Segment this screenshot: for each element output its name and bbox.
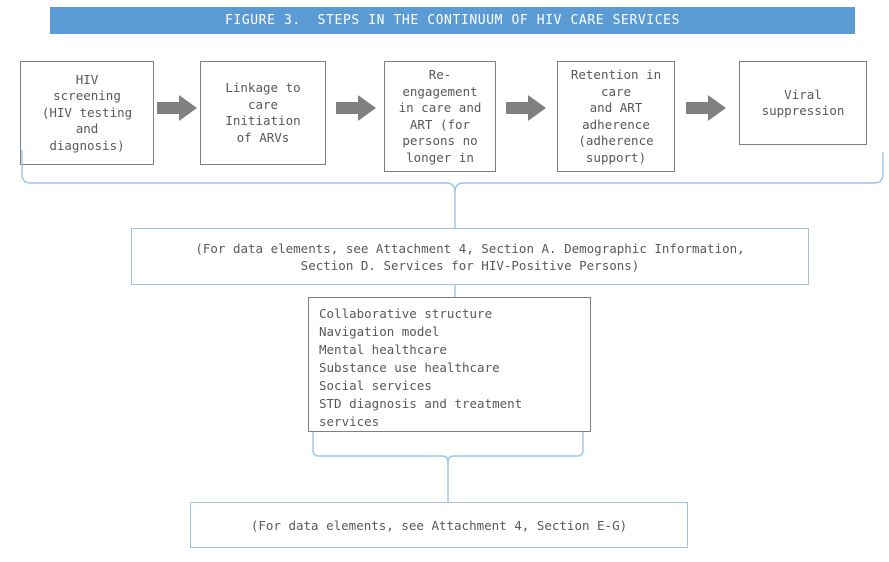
list-item: STD diagnosis and treatment (319, 396, 523, 411)
arrow-right-icon-4 (686, 95, 726, 121)
step-box-viral-suppression: Viral suppression (739, 61, 867, 145)
note-text-upper: (For data elements, see Attachment 4, Se… (195, 240, 745, 273)
figure-title-text: FIGURE 3. STEPS IN THE CONTINUUM OF HIV … (224, 13, 681, 28)
step-label-retention-in-care: Retention in care and ART adherence (adh… (570, 67, 662, 165)
step-box-retention-in-care: Retention in care and ART adherence (adh… (557, 61, 675, 172)
arrow-right-icon-3 (506, 95, 546, 121)
step-box-re-engagement: Re- engagement in care and ART (for pers… (384, 61, 496, 172)
lower-brace-connector (312, 432, 584, 463)
figure-title-banner: FIGURE 3. STEPS IN THE CONTINUUM OF HIV … (50, 7, 855, 34)
step-label-hiv-screening: HIV screening (HIV testing and diagnosis… (41, 71, 133, 153)
list-item: Collaborative structure (319, 306, 493, 321)
step-label-re-engagement: Re- engagement in care and ART (for pers… (398, 67, 482, 165)
list-item: Social services (319, 378, 432, 393)
list-item: Mental healthcare (319, 342, 447, 357)
note-box-lower: (For data elements, see Attachment 4, Se… (190, 502, 688, 548)
step-label-viral-suppression: Viral suppression (761, 86, 845, 119)
list-item: Navigation model (319, 324, 440, 339)
note-text-lower: (For data elements, see Attachment 4, Se… (250, 517, 628, 533)
arrow-right-icon-1 (157, 95, 197, 121)
arrow-right-icon-2 (336, 95, 376, 121)
note-box-upper: (For data elements, see Attachment 4, Se… (131, 228, 809, 285)
step-box-hiv-screening: HIV screening (HIV testing and diagnosis… (20, 61, 154, 165)
step-label-linkage-to-care: Linkage to care Initiation of ARVs (225, 80, 301, 145)
list-item: Substance use healthcare (319, 360, 500, 375)
list-item: services (319, 414, 380, 429)
services-list-box: Collaborative structure Navigation model… (308, 297, 591, 432)
step-box-linkage-to-care: Linkage to care Initiation of ARVs (200, 61, 326, 165)
